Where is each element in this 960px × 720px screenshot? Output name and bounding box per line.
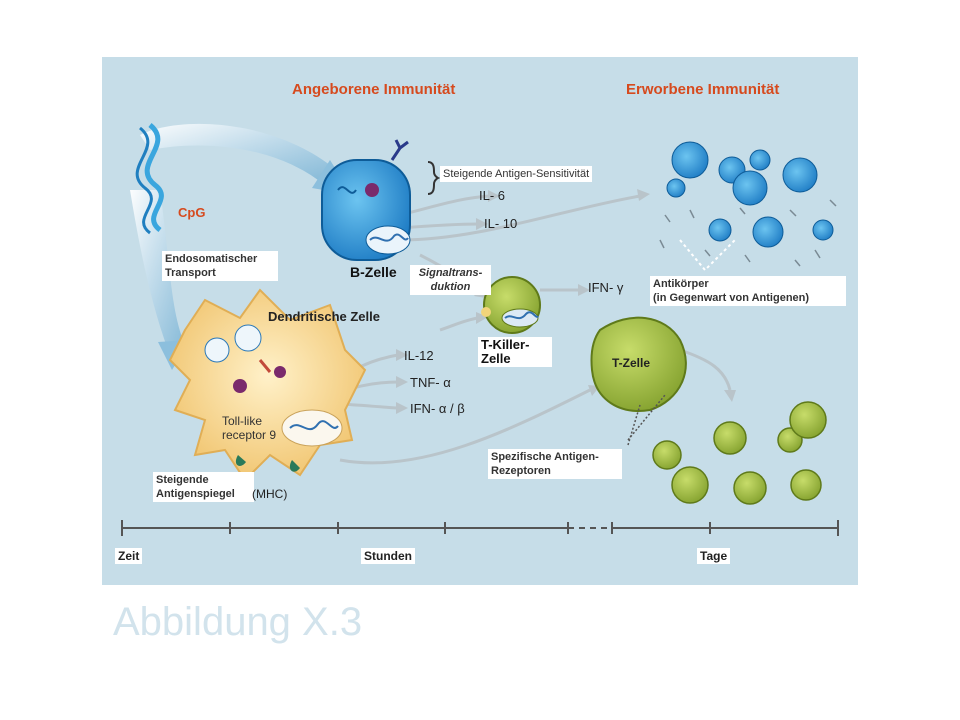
label-antigen-level-line1: Steigende — [156, 474, 209, 486]
figure-caption: Abbildung X.3 — [113, 600, 363, 644]
heading-innate: Angeborene Immunität — [292, 81, 456, 98]
label-t-cell: T-Zelle — [612, 356, 651, 370]
label-ifn-alpha-beta: IFN- α / β — [410, 401, 465, 416]
antibody-fragments — [659, 199, 837, 272]
label-t-killer-line2: Zelle — [481, 351, 511, 366]
label-b-cell: B-Zelle — [350, 264, 397, 280]
label-il12: IL-12 — [404, 348, 434, 363]
label-antibodies: Antikörper (in Gegenwart von Antigenen) — [650, 276, 846, 306]
timeline-time: Zeit — [115, 548, 143, 564]
label-signal-line2: duktion — [430, 281, 471, 293]
label-endosomal: Endosomatischer Transport — [162, 251, 278, 281]
label-toll-like: Toll-like receptor 9 — [222, 414, 276, 442]
label-ifn-gamma: IFN- γ — [588, 280, 624, 295]
label-cpg: CpG — [178, 205, 206, 220]
label-antigen-level: Steigende Antigenspiegel — [153, 472, 254, 502]
label-il6: IL- 6 — [479, 188, 506, 203]
t-killer-cell — [481, 276, 541, 334]
label-t-killer-line1: T-Killer- — [481, 337, 530, 352]
label-antibodies-line2: (in Gegenwart von Antigenen) — [653, 292, 810, 304]
cpg-arrow-to-dendritic — [130, 190, 185, 350]
label-antigen-level-line2: Antigenspiegel — [156, 488, 235, 500]
antibody-cluster — [666, 141, 834, 248]
dna-helix-icon — [135, 123, 164, 235]
label-signal-line1: Signaltrans- — [418, 267, 483, 279]
label-antigen-sensitivity: Steigende Antigen-Sensitivität — [440, 166, 593, 182]
label-mhc: (MHC) — [252, 487, 288, 501]
heading-acquired: Erworbene Immunität — [626, 81, 780, 98]
cpg-arrow-to-bcell — [140, 123, 330, 180]
label-signal-transduction: Signaltrans- duktion — [410, 265, 491, 295]
label-endosomal-line2: Transport — [165, 267, 216, 279]
label-endosomal-line1: Endosomatischer — [165, 253, 258, 265]
timeline-hours: Stunden — [361, 548, 415, 564]
timeline-days: Tage — [697, 548, 731, 564]
label-tnf-alpha: TNF- α — [410, 375, 451, 390]
label-antibodies-line1: Antikörper — [653, 278, 709, 290]
bracket-icon — [427, 161, 441, 195]
label-specific-line2: Rezeptoren — [491, 465, 551, 477]
b-cell — [321, 139, 411, 261]
mhc-icon — [289, 460, 300, 472]
label-specific-receptors: Spezifische Antigen- Rezeptoren — [488, 449, 622, 479]
label-toll-line1: Toll-like — [222, 414, 263, 428]
tlr9-receptor-icon — [233, 379, 247, 393]
t-cell-clones — [652, 401, 827, 505]
label-specific-line1: Spezifische Antigen- — [491, 451, 599, 463]
label-dendritic-cell: Dendritische Zelle — [268, 309, 380, 324]
antibody-receptor-icon — [390, 139, 409, 161]
label-t-killer: T-Killer- Zelle — [478, 337, 552, 367]
label-il10: IL- 10 — [484, 216, 518, 231]
label-toll-line2: receptor 9 — [222, 428, 277, 442]
